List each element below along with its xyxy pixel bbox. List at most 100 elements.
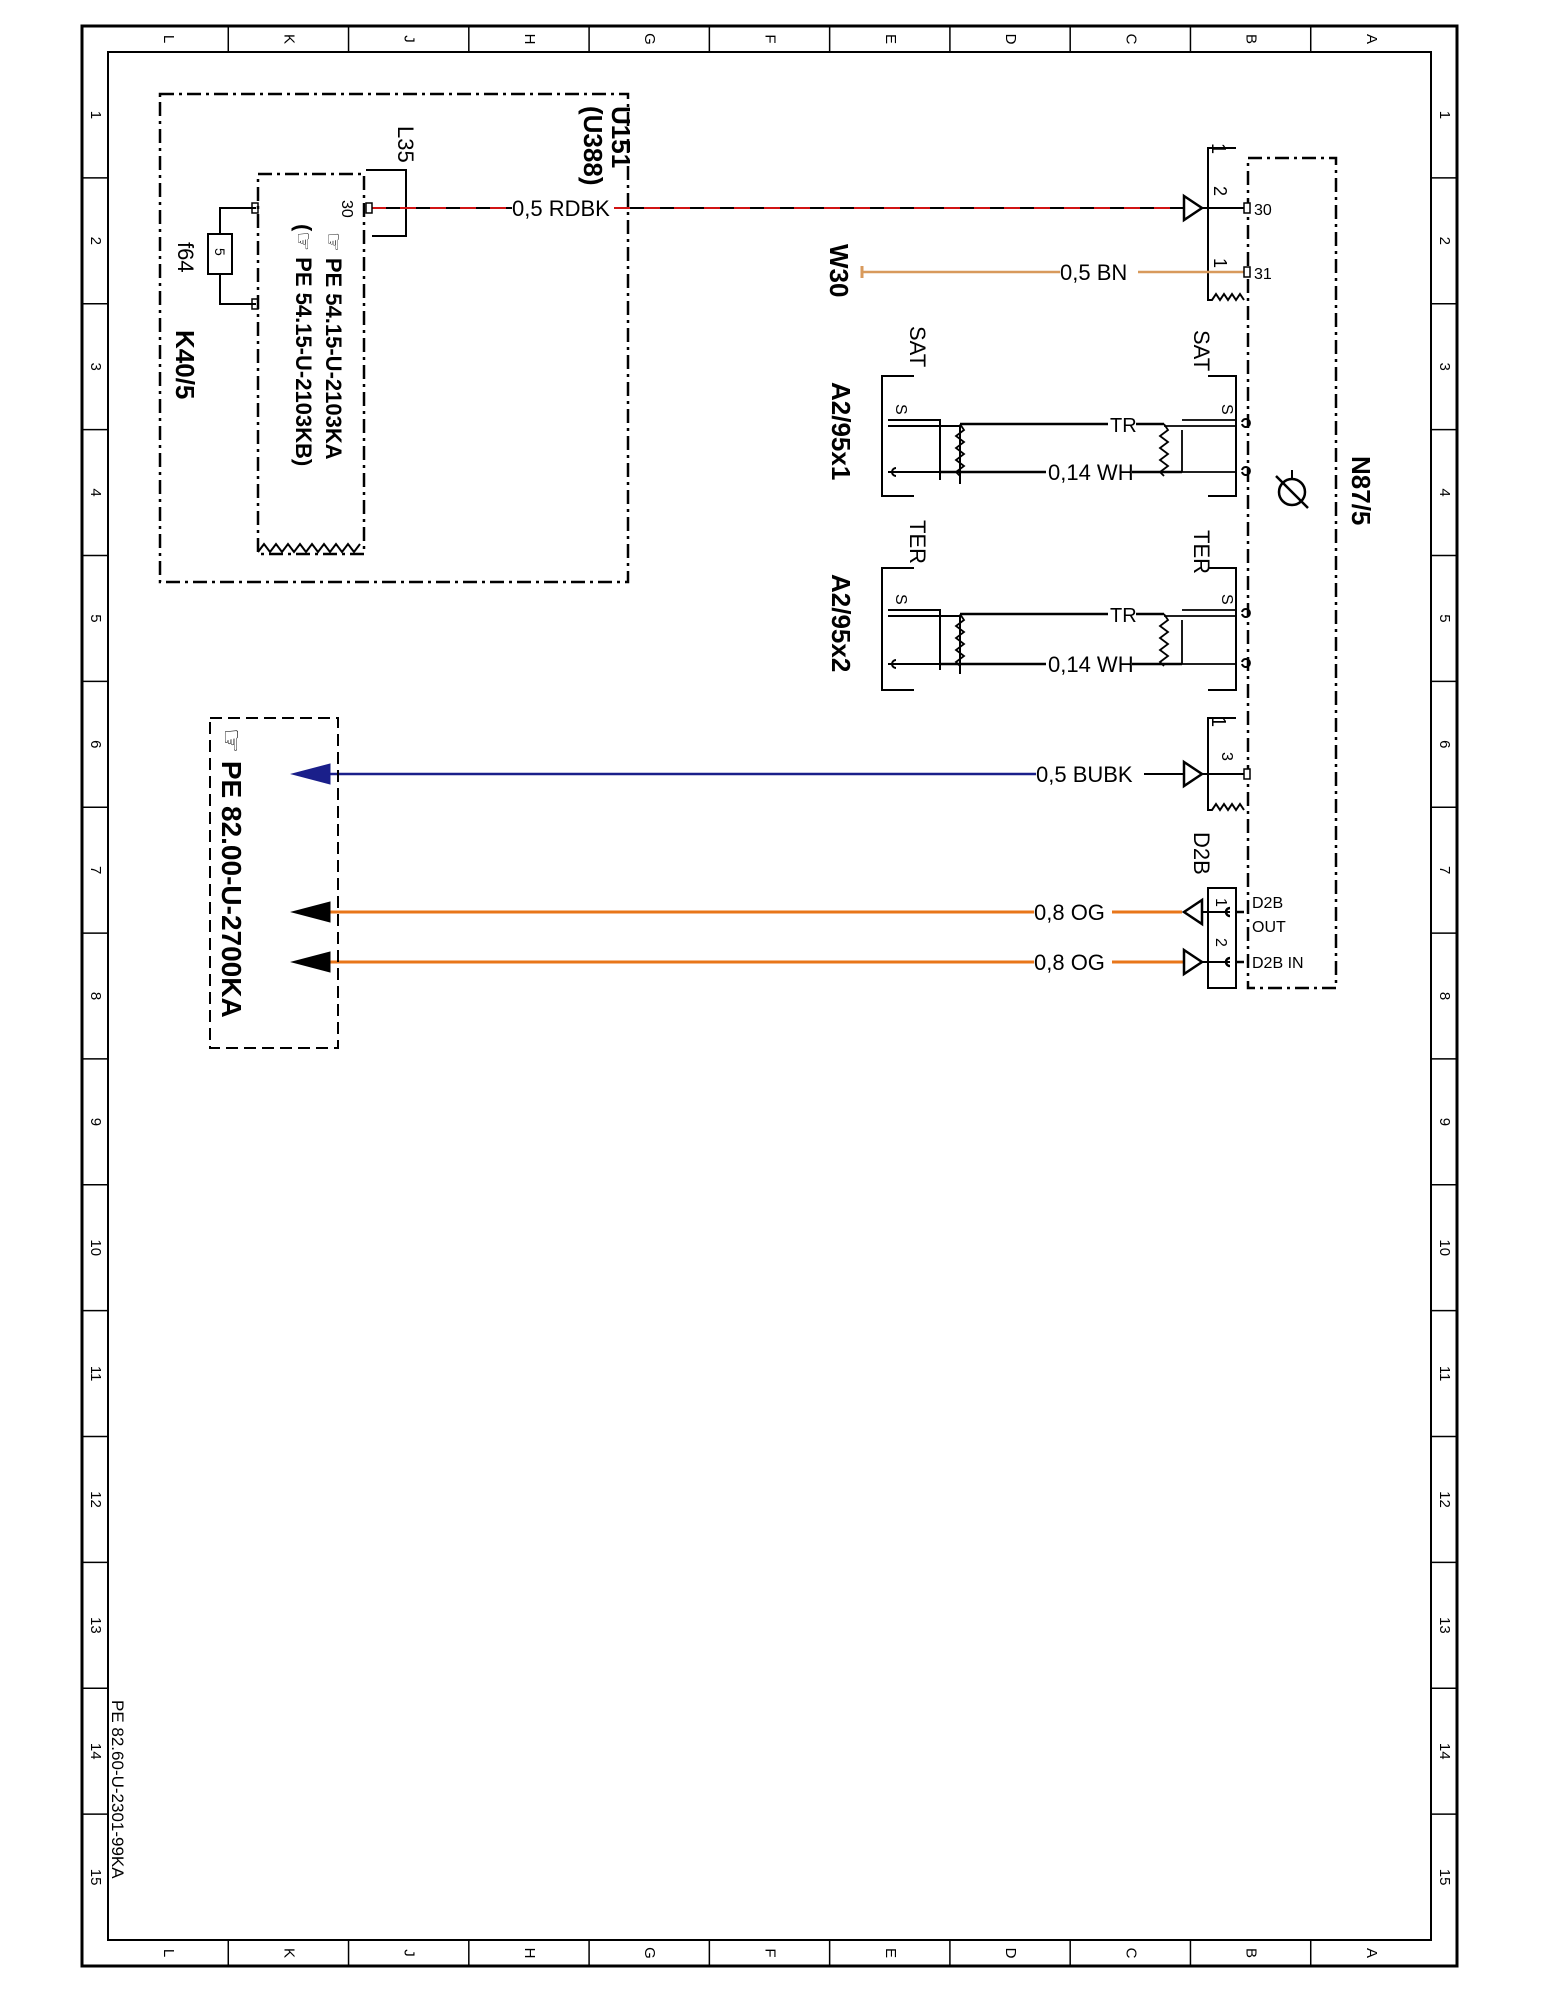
a2-95x1-connector (881, 375, 914, 497)
pin31-terminal (1243, 266, 1251, 278)
pin3-terminal (1243, 768, 1251, 780)
grid-col-label-top: B (1243, 34, 1260, 44)
wire-rdbk-label: 0,5 RDBK (512, 196, 610, 221)
og2-arrow-device (1182, 947, 1205, 977)
grid-col-label-bottom: L (160, 1949, 177, 1957)
reference-box (209, 717, 339, 1049)
relay-k40-5-label: K40/5 (170, 330, 200, 399)
grid-row-label-left: 3 (87, 362, 104, 370)
wire-og1-label: 0,8 OG (1034, 900, 1105, 925)
wire-ter-tr-label: TR (1110, 605, 1137, 627)
grid-row-label-left: 5 (87, 614, 104, 622)
og1-arrow-left (290, 901, 331, 923)
connector-3-num: 1 (1207, 716, 1229, 727)
grid-col-label-top: E (882, 34, 899, 44)
grid-row-label-left: 7 (87, 866, 104, 874)
l35-bracket (366, 169, 407, 237)
grid-col-label-top: J (401, 35, 418, 43)
d2b-pin1: 1 (1212, 898, 1229, 907)
grid-row-label-right: 13 (1436, 1617, 1453, 1634)
u151-label: U151 (606, 106, 636, 168)
grid-row-label-left: 13 (87, 1617, 104, 1634)
sat-shield-right: S (1218, 404, 1235, 415)
grid-col-label-top: A (1363, 34, 1380, 44)
fuse-terminal-top (251, 202, 259, 214)
sat-coax-left (888, 419, 961, 484)
og1-arrow-device (1181, 897, 1204, 927)
fuse-rating: 5 (212, 248, 228, 256)
ter-label-left: TER (905, 520, 930, 564)
n87-pin-30: 30 (1254, 202, 1272, 219)
grid-row-label-right: 6 (1436, 740, 1453, 748)
n87-pin-31: 31 (1254, 266, 1272, 283)
grid-col-label-bottom: K (280, 1948, 297, 1958)
l35-label: L35 (393, 126, 418, 163)
grid-row-label-right: 10 (1436, 1239, 1453, 1256)
grid-row-label-left: 8 (87, 992, 104, 1000)
n87-5-label: N87/5 (1346, 456, 1376, 525)
grid-row-label-left: 12 (87, 1491, 104, 1508)
sat-coax-right (1158, 419, 1236, 477)
grid-row-label-left: 2 (87, 237, 104, 245)
grid-row-label-left: 6 (87, 740, 104, 748)
fuse-f64-label: f64 (173, 242, 198, 273)
sat-coax-left-zig (954, 423, 966, 477)
ground-w30-label: W30 (824, 244, 854, 297)
ref-54-15-ka: ☞ PE 54.15-U-2103KA (321, 232, 346, 460)
wire-sat-tr-label: TR (1110, 415, 1137, 437)
grid-row-label-right: 4 (1436, 488, 1453, 496)
u151-module-box (158, 92, 630, 584)
grid-row-label-left: 4 (87, 488, 104, 496)
grid-row-label-right: 14 (1436, 1743, 1453, 1760)
ter-plug-left (891, 659, 897, 669)
connector-1-num: 1 (1207, 143, 1229, 154)
ref-54-15-kb: (☞ PE 54.15-U-2103KB) (291, 224, 316, 466)
a2-95x2-connector (881, 567, 914, 691)
grid-row-label-left: 11 (87, 1366, 104, 1382)
d2b-out-line2: OUT (1252, 919, 1286, 936)
l35-pin-30 (365, 202, 373, 214)
grid-row-label-left: 9 (87, 1118, 104, 1126)
grid-row-label-right: 11 (1436, 1366, 1453, 1382)
wire-sat-wh-label: 0,14 WH (1048, 460, 1134, 485)
d2b-connector (1207, 887, 1237, 989)
u388-label: (U388) (578, 106, 608, 185)
n87-pin-3: 3 (1218, 752, 1235, 761)
sat-plug-right (1241, 418, 1251, 476)
grid-col-label-bottom: E (882, 1948, 899, 1958)
ter-coax-right (1158, 609, 1236, 667)
grid-row-label-left: 15 (87, 1869, 104, 1886)
grid-col-label-bottom: D (1002, 1948, 1019, 1959)
grid-row-label-right: 3 (1436, 362, 1453, 370)
radio-receiver-icon (1275, 470, 1309, 509)
grid-row-label-right: 8 (1436, 992, 1453, 1000)
grid-row-label-right: 2 (1436, 237, 1453, 245)
wire-bn-label: 0,5 BN (1060, 260, 1127, 285)
bubk-arrow-right (1182, 759, 1205, 789)
connector-3-outline (1207, 717, 1245, 812)
grid-row-label-right: 1 (1436, 111, 1453, 119)
sat-label-right: SAT (1189, 330, 1214, 371)
ter-coax-left (888, 609, 961, 674)
sat-label-left: SAT (905, 326, 930, 367)
grid-col-label-bottom: G (641, 1947, 658, 1959)
sat-right-connector (1208, 375, 1237, 497)
d2b-in-label: D2B IN (1252, 955, 1304, 972)
outer-frame (80, 24, 1459, 1968)
grid-col-label-top: C (1122, 34, 1139, 45)
grid-row-label-left: 14 (87, 1743, 104, 1760)
grid-row-label-left: 10 (87, 1239, 104, 1256)
connector-1-pin2: 2 (1210, 186, 1230, 196)
grid-col-label-bottom: H (521, 1948, 538, 1959)
grid-col-label-top: D (1002, 34, 1019, 45)
grid-row-label-right: 15 (1436, 1869, 1453, 1886)
ter-plug-right (1241, 608, 1251, 668)
grid-col-label-bottom: B (1243, 1948, 1260, 1958)
d2b-out-line1: D2B (1252, 895, 1283, 912)
grid-row-label-right: 12 (1436, 1491, 1453, 1508)
ter-coax-left-zig (954, 613, 966, 667)
connector-1-pin1: 1 (1210, 258, 1230, 268)
a2-95x1-label: A2/95x1 (826, 382, 856, 480)
